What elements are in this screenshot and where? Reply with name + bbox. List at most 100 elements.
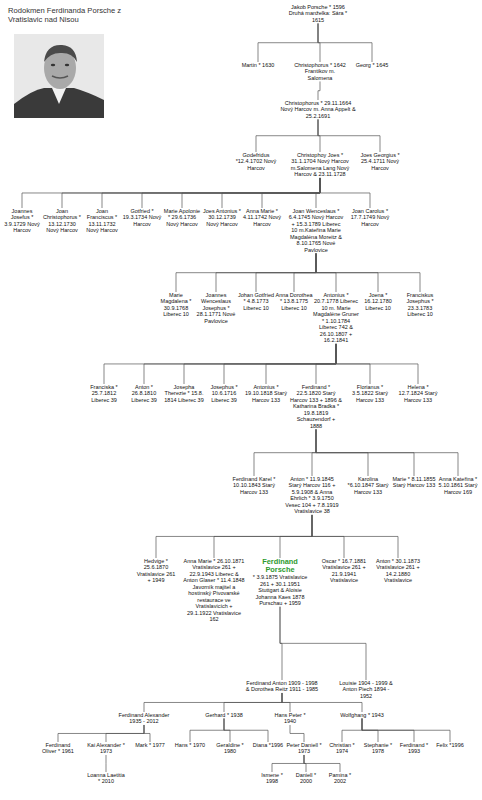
person-text: Ferdinand * 1993	[396, 742, 432, 755]
lineage-line	[106, 725, 144, 742]
person-text: Florianus * 3.5.1822 Starý Harcov 133	[348, 384, 392, 403]
person-text: Anna Kateřina * 5.10.1861 Starý Harcov 1…	[436, 476, 480, 495]
person-text: Kai Alexander * 1973	[86, 742, 126, 755]
lineage-line	[106, 755, 107, 772]
person-entry: Antonius * 19.10.1818 Starý Harcov 133	[244, 384, 288, 403]
person-text: Anna Marie * 4.11.1742 Nový Harcov	[242, 208, 282, 227]
person-entry: Joes Antonius * 30.12.1739 Nový Harcov	[202, 208, 242, 227]
person-text: Marie Apolonie * 29.6.1736 Nový Harcov	[162, 208, 202, 227]
lineage-line	[318, 119, 380, 152]
lineage-line	[144, 693, 282, 712]
person-entry: Hans Peter * 1940	[268, 712, 312, 725]
person-entry: Kai Alexander * 1973	[86, 742, 126, 755]
person-text: Anna Dorothea * 13.8.1775 Liberec 10	[275, 292, 313, 311]
lineage-line	[318, 23, 372, 62]
person-text: Diana *1996	[251, 742, 285, 748]
person-entry: Karolina *6.10.1847 Starý Harcov 133	[345, 476, 391, 495]
person-text: Loanna Laetitia * 2010	[86, 772, 126, 785]
person-text: Josephus * 10.6.1716 Liberec 39	[204, 384, 244, 403]
photo-eye	[65, 64, 69, 67]
person-text: Anton * 11.9.1845 Starý Harcov 116 + 5.9…	[284, 476, 340, 515]
photo-suit	[14, 88, 104, 118]
lineage-line	[318, 81, 320, 100]
person-entry: Anna Kateřina * 5.10.1861 Starý Harcov 1…	[436, 476, 480, 495]
lineage-line	[144, 344, 336, 384]
lineage-line	[316, 178, 320, 208]
lineage-line	[190, 718, 224, 742]
lineage-line	[304, 755, 340, 772]
person-text: Gerhard * 1938	[202, 712, 246, 718]
person-text: Johan Gotfried * 4.8.1773 Liberec 10	[237, 292, 275, 311]
lineage-line	[104, 344, 336, 384]
lineage-line	[254, 429, 316, 476]
person-entry: Christophorus * 1642 Frantikov m. Salome…	[292, 62, 348, 81]
lineage-line	[280, 607, 366, 680]
lineage-line	[102, 178, 320, 208]
photo-background	[14, 34, 104, 118]
person-text: Ferdinand Karel * 10.10.1843 Starý Harco…	[232, 476, 276, 495]
person-text: Joena * 16.12.1780 Liberec 10	[359, 292, 397, 311]
person-entry: Josepha Therezie * 15.8. 1814 Liberec 39	[164, 384, 204, 403]
lineage-line	[144, 725, 150, 742]
photo-eye	[51, 64, 55, 67]
person-text: Godefridus *12.4.1702 Nový Harcov	[233, 152, 279, 171]
person-text: Mark * 1977	[132, 742, 168, 748]
lineage-line	[256, 119, 318, 152]
lineage-line	[342, 718, 362, 742]
lineage-line	[216, 253, 316, 292]
lineage-line	[312, 515, 398, 558]
person-entry: Hedvige * 25.6.1870 Vratislavice 261 + 1…	[136, 558, 176, 584]
person-entry: Martin * 1630	[241, 62, 275, 68]
person-entry: Ferdinand Oliver * 1961	[38, 742, 78, 755]
person-text: Daniell * 2000	[289, 772, 323, 785]
person-entry: Marie Apolonie * 29.6.1736 Nový Harcov	[162, 208, 202, 227]
person-entry: Marie * 8.11.1855 Starý Harcov 133	[392, 476, 436, 489]
lineage-line	[282, 693, 362, 712]
person-text: Antonius * 19.10.1818 Starý Harcov 133	[244, 384, 288, 403]
person-text: Joes Georgius * 25.4.1711 Nový Harcov	[357, 152, 403, 171]
person-text: Joes Antonius * 30.12.1739 Nový Harcov	[202, 208, 242, 227]
person-entry: Godefridus *12.4.1702 Nový Harcov	[233, 152, 279, 171]
person-text: Joan Carolus * 17.7.1749 Nový Harcov	[349, 208, 391, 227]
person-entry: Christian * 1974	[324, 742, 360, 755]
person-entry: Christophoy Joes * 31.1.1704 Nový Harcov…	[287, 152, 353, 178]
person-entry: Gerhard * 1938	[202, 712, 246, 718]
person-text: Ferdinand Oliver * 1961	[38, 742, 78, 755]
person-text: Georg * 1645	[355, 62, 389, 68]
person-text: Wolfghang * 1943	[338, 712, 386, 718]
person-entry: Marie Magdalena * 30.9.1768 Liberec 10	[157, 292, 195, 318]
person-text: Christian * 1974	[324, 742, 360, 755]
photo-collar	[52, 88, 66, 104]
person-text: Helena * 12.7.1824 Starý Harcov 133	[396, 384, 440, 403]
person-entry: Daniell * 2000	[289, 772, 323, 785]
person-entry: Anton * 26.8.1810 Liberec 39	[124, 384, 164, 403]
person-entry: Loanna Laetitia * 2010	[86, 772, 126, 785]
person-entry: Florianus * 3.5.1822 Starý Harcov 133	[348, 384, 392, 403]
person-text: Joannes Josefus * 3.9.1729 Nový Harcov	[2, 208, 42, 234]
portrait-photo	[14, 34, 104, 118]
person-text: Hedvige * 25.6.1870 Vratislavice 261 + 1…	[136, 558, 176, 584]
lineage-line	[258, 23, 318, 62]
person-text: Franciska * 25.7.1812 Liberec 39	[84, 384, 124, 403]
person-entry: Antonius * 20.7.1778 Liberec 10 m. Marie…	[313, 292, 359, 344]
person-entry: Anton * 11.9.1845 Starý Harcov 116 + 5.9…	[284, 476, 340, 515]
lineage-line	[312, 429, 316, 476]
person-entry: Geraldine * 1980	[211, 742, 249, 755]
lineage-line	[336, 344, 418, 384]
person-text: Joan Wenceslaus * 6.4.1745 Nový Harcov +…	[288, 208, 344, 253]
person-text: Anna Marie * 26.10.1871 Vratislavice 261…	[183, 558, 245, 623]
person-entry: Ferdinand Anton 1909 - 1998 & Dorothea R…	[245, 680, 319, 693]
person-text: * 3.9.1875 Vratislavice 261 + 30.1.1951 …	[251, 574, 309, 606]
lineage-line	[262, 178, 320, 208]
lineage-line	[142, 178, 320, 208]
person-text: Karolina *6.10.1847 Starý Harcov 133	[345, 476, 391, 495]
photo-hair	[44, 45, 77, 62]
person-text: Christophorus * 1642 Frantikov m. Salome…	[292, 62, 348, 81]
person-entry: Anna Marie * 4.11.1742 Nový Harcov	[242, 208, 282, 227]
person-text: Hans * 1970	[172, 742, 208, 748]
person-entry: Anna Marie * 26.10.1871 Vratislavice 261…	[183, 558, 245, 623]
person-text: Anton * 26.8.1810 Liberec 39	[124, 384, 164, 403]
person-entry: Ferdinand Alexander 1935 - 2012	[116, 712, 172, 725]
lineage-line	[58, 725, 144, 742]
